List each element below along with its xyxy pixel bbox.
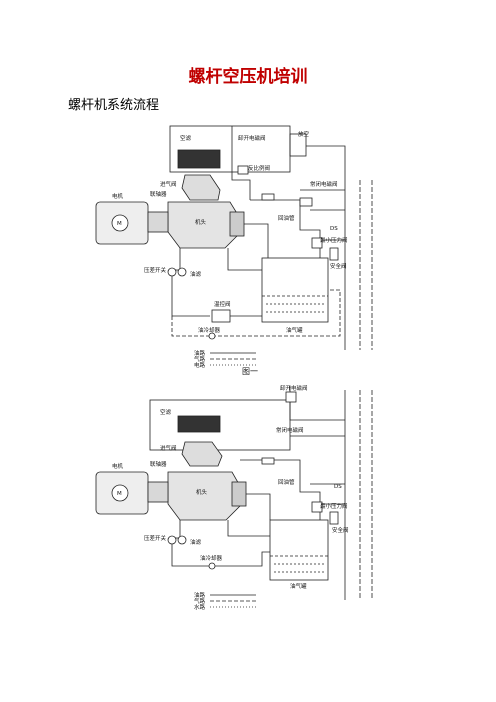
fig1-label-head: 机头 [195,218,207,226]
fig1-label-oil-cooler: 油冷却器 [198,326,221,334]
fig1-label-temp-valve: 温控阀 [214,300,231,308]
fig2-label-motor: 电机 [112,462,124,470]
figure-1-caption: 图一 [242,367,258,376]
fig1-motor-symbol: M [117,221,122,227]
fig2-label-ds: DS [334,484,342,490]
fig1-label-safety-valve: 安全阀 [330,262,347,270]
fig1-label-separator: 油气罐 [286,326,303,334]
fig1-legend-air: 气路 [194,355,206,363]
fig2-label-vent-solenoid: 常闭电磁阀 [276,426,304,434]
figure-1-diagram: 空滤 卸开电磁阀 放空 进气阀 联轴器 反比例阀 电机 M 机头 回油管 常闭电… [95,125,373,369]
fig1-temp-valve [211,309,231,323]
fig2-label-discharge-pipe: 回油管 [278,478,295,486]
fig1-legend-oil: 油路 [194,349,206,357]
fig2-label-safety-valve: 安全阀 [332,526,349,534]
fig1-label-ds: DS [330,226,338,232]
fig2-label-pressure-switch: 压差开关 [144,534,167,542]
fig1-label-air-filter: 空滤 [180,134,192,142]
fig2-label-head: 机头 [196,488,208,496]
fig2-label-oil-filter: 油滤 [190,538,202,546]
fig2-label-min-pressure: 最小压力阀 [320,502,348,510]
fig1-label-min-pressure: 最小压力阀 [320,236,348,244]
fig2-label-inlet-valve: 进气阀 [160,444,177,452]
fig2-separator-tank [269,519,329,581]
fig2-top-frame [149,399,291,451]
fig2-label-unload-valve: 卸开电磁阀 [280,384,308,392]
fig2-motor-symbol: M [117,491,122,497]
fig2-label-coupling: 联轴器 [150,460,167,468]
fig1-label-vent-solenoid: 常闭电磁阀 [310,180,338,188]
figure-1: 空滤 卸开电磁阀 放空 进气阀 联轴器 反比例阀 电机 M 机头 回油管 常闭电… [0,120,496,375]
fig1-label-coupling: 联轴器 [150,190,167,198]
figure-2-diagram: 卸开电磁阀 空滤 常闭电磁阀 进气阀 电机 M 联轴器 机头 回油管 DS 最小… [95,384,373,611]
fig1-compressor-head [167,201,239,249]
figure-2: 卸开电磁阀 空滤 常闭电磁阀 进气阀 电机 M 联轴器 机头 回油管 DS 最小… [0,380,496,630]
fig2-label-oil-cooler: 油冷却器 [200,554,223,562]
fig2-label-air-filter: 空滤 [160,408,172,416]
fig1-label-vent: 放空 [298,130,310,138]
fig2-legend-air: 气路 [194,597,206,605]
fig2-compressor-head [167,471,241,521]
fig1-air-filter-element [177,149,221,169]
page-subtitle: 螺杆机系统流程 [68,98,160,113]
fig1-label-reverse-valve: 反比例阀 [248,164,270,172]
fig1-separator-tank [261,257,329,323]
fig2-legend-oil: 油路 [194,591,206,599]
fig1-label-unload-valve: 卸开电磁阀 [238,134,266,142]
fig2-air-filter-element [177,415,221,433]
fig1-label-inlet-valve: 进气阀 [160,180,177,188]
fig1-legend-electric: 电路 [194,361,206,369]
fig1-label-pressure-switch: 压差开关 [144,266,167,274]
fig2-label-separator: 油气罐 [290,582,307,590]
page-title: 螺杆空压机培训 [188,67,308,87]
fig1-label-oil-filter: 油滤 [190,270,202,278]
fig2-legend-water: 水路 [194,603,206,611]
fig1-label-motor: 电机 [112,192,124,200]
fig1-label-discharge-pipe: 回油管 [278,214,295,222]
